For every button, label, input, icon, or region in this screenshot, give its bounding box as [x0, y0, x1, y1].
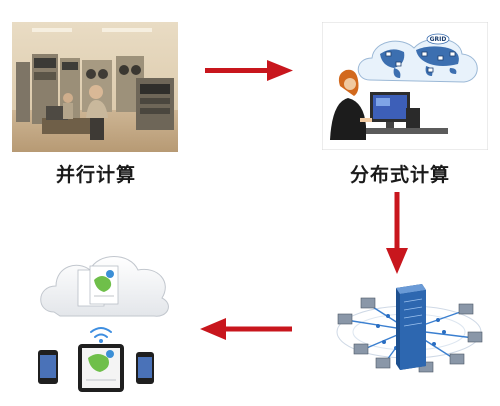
grid-badge: GRID: [430, 36, 447, 43]
arrow-down-icon: [386, 192, 408, 276]
server-network-image: [326, 280, 492, 390]
arrow-right-icon: [205, 59, 295, 81]
parallel-computing-label: 并行计算: [56, 164, 137, 186]
distributed-computing-label: 分布式计算: [350, 164, 451, 186]
cloud-computing-image: [30, 246, 180, 398]
parallel-computing-image: [12, 22, 178, 152]
distributed-computing-image: GRID: [322, 22, 488, 150]
arrow-left-icon: [200, 318, 292, 340]
